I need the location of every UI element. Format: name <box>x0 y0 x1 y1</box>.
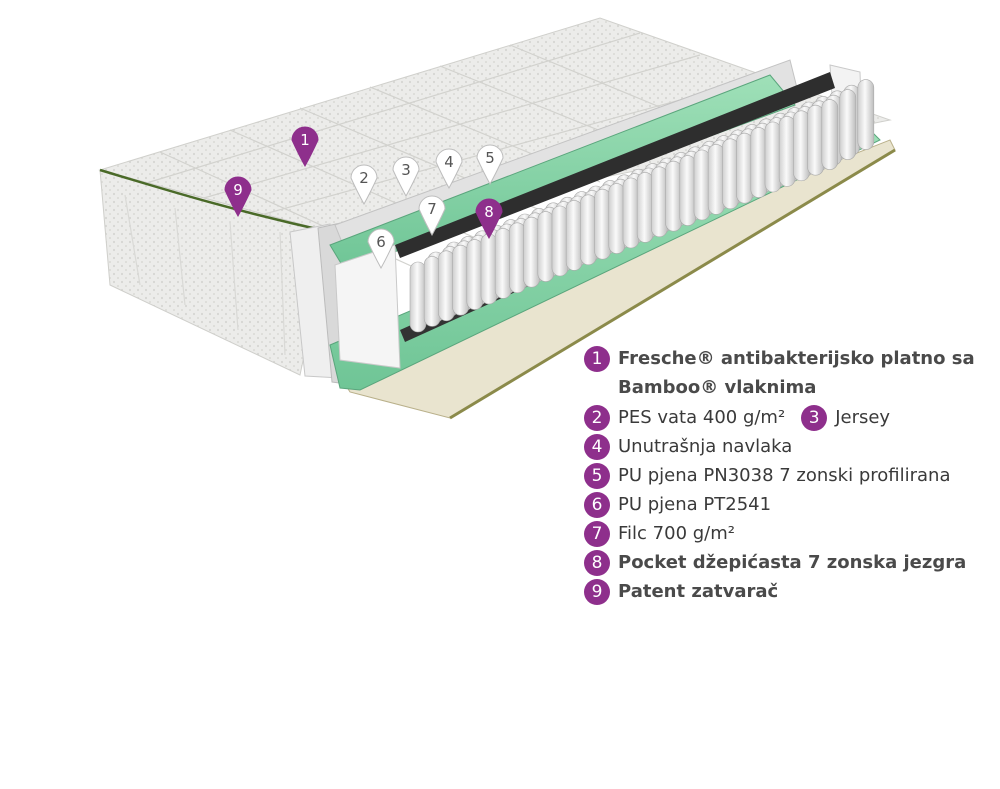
marker-pin-shape <box>476 144 504 186</box>
pocket-spring <box>594 188 611 260</box>
marker-pin-shape <box>418 195 446 237</box>
marker-pin-4: 4 <box>435 148 463 190</box>
marker-pin-1: 1 <box>291 126 319 168</box>
pocket-spring <box>423 256 441 327</box>
pocket-spring <box>409 261 427 333</box>
pocket-spring <box>452 244 469 316</box>
marker-number: 6 <box>376 233 386 251</box>
layer-felt-top <box>395 72 835 258</box>
marker-number: 9 <box>233 181 243 199</box>
quilting-lines <box>139 32 761 271</box>
marker-pin-shape <box>224 176 252 218</box>
legend-label: Unutrašnja navlaka <box>618 436 793 457</box>
pocket-spring <box>857 79 875 150</box>
marker-pin-9: 9 <box>224 176 252 218</box>
pocket-spring <box>636 172 654 243</box>
pocket-spring <box>565 200 583 271</box>
legend-badge: 6 <box>584 492 610 518</box>
marker-pin-shape <box>435 148 463 190</box>
legend-item-3: 3 Jersey <box>801 405 890 432</box>
legend-item-9: 9 Patent zatvarač <box>584 579 994 608</box>
marker-pin-5: 5 <box>476 144 504 186</box>
marker-pin-8: 8 <box>475 198 503 240</box>
zipper-line <box>99 168 331 234</box>
pocket-spring-core <box>409 79 875 333</box>
marker-pin-shape <box>392 156 420 198</box>
legend-badge: 3 <box>801 405 828 431</box>
legend-label: Fresche® antibakterijsko platno sa Bambo… <box>618 348 975 398</box>
legend-badge: 7 <box>584 521 610 547</box>
layer-pu-profiled-foam-top <box>329 74 796 271</box>
marker-number: 1 <box>300 131 310 149</box>
pocket-spring <box>438 250 455 322</box>
front-side-stitching <box>124 194 286 356</box>
marker-pin-6: 6 <box>367 228 395 270</box>
pocket-spring <box>693 149 711 221</box>
pocket-spring <box>839 89 857 160</box>
pocket-spring <box>651 166 668 238</box>
pocket-spring <box>622 177 640 249</box>
legend-badge: 1 <box>584 346 610 372</box>
layer-markers: 1 2 3 4 5 6 7 8 9 <box>224 126 504 270</box>
pocket-spring <box>537 211 555 282</box>
pocket-spring <box>551 205 569 277</box>
legend-label: Filc 700 g/m² <box>618 523 735 544</box>
layer-pu-foam-block <box>334 244 401 369</box>
marker-number: 5 <box>485 149 495 167</box>
marker-pin-7: 7 <box>418 195 446 237</box>
pocket-spring <box>466 239 484 310</box>
mattress-front-side <box>99 169 331 376</box>
legend-label: PU pjena PN3038 7 zonski profilirana <box>618 465 951 486</box>
legend-label: PES vata 400 g/m² <box>618 407 786 428</box>
marker-pin-shape <box>350 164 378 206</box>
legend-label: Pocket džepićasta 7 zonska jezgra <box>618 552 967 573</box>
marker-number: 2 <box>359 169 369 187</box>
marker-number: 7 <box>427 200 437 218</box>
marker-number: 4 <box>444 153 454 171</box>
legend-label: Jersey <box>835 407 891 428</box>
pocket-spring <box>807 104 824 176</box>
pocket-spring <box>665 160 682 232</box>
legend-item-8: 8 Pocket džepićasta 7 zonska jezgra <box>584 550 994 579</box>
pocket-spring <box>608 183 626 254</box>
pocket-spring <box>580 194 597 266</box>
legend: 1 Fresche® antibakterijsko platno sa Bamb… <box>584 346 994 608</box>
pocket-spring <box>523 216 540 288</box>
base-edge-line <box>449 148 896 420</box>
legend-item-1: 1 Fresche® antibakterijsko platno sa Bamb… <box>584 346 994 405</box>
legend-badge: 2 <box>584 405 610 431</box>
legend-badge: 9 <box>584 579 610 605</box>
legend-badge: 8 <box>584 550 610 576</box>
pocket-spring <box>821 99 839 170</box>
marker-pin-shape <box>475 198 503 240</box>
marker-pin-3: 3 <box>392 156 420 198</box>
legend-badge: 5 <box>584 463 610 489</box>
legend-item-5: 5 PU pjena PN3038 7 zonski profilirana <box>584 463 994 492</box>
pocket-spring <box>764 121 782 193</box>
pocket-spring <box>480 233 498 305</box>
legend-label: PU pjena PT2541 <box>618 494 772 515</box>
pocket-spring <box>707 144 725 215</box>
pocket-spring <box>494 228 512 299</box>
legend-item-2: 2 PES vata 400 g/m² 3 Jersey <box>584 405 994 434</box>
pocket-spring <box>736 132 753 204</box>
marker-pin-2: 2 <box>350 164 378 206</box>
pocket-spring <box>793 110 810 182</box>
pocket-spring <box>778 116 796 187</box>
legend-item-6: 6 PU pjena PT2541 <box>584 492 994 521</box>
pocket-spring <box>750 127 768 198</box>
legend-label: Patent zatvarač <box>618 581 779 602</box>
marker-number: 8 <box>484 203 494 221</box>
pocket-spring <box>509 222 526 294</box>
marker-pin-shape <box>291 126 319 168</box>
legend-item-4: 4 Unutrašnja navlaka <box>584 434 994 463</box>
marker-pin-shape <box>367 228 395 270</box>
legend-badge: 4 <box>584 434 610 460</box>
marker-number: 3 <box>401 161 411 179</box>
legend-item-7: 7 Filc 700 g/m² <box>584 521 994 550</box>
pocket-spring <box>679 155 697 226</box>
pocket-spring <box>722 138 739 210</box>
